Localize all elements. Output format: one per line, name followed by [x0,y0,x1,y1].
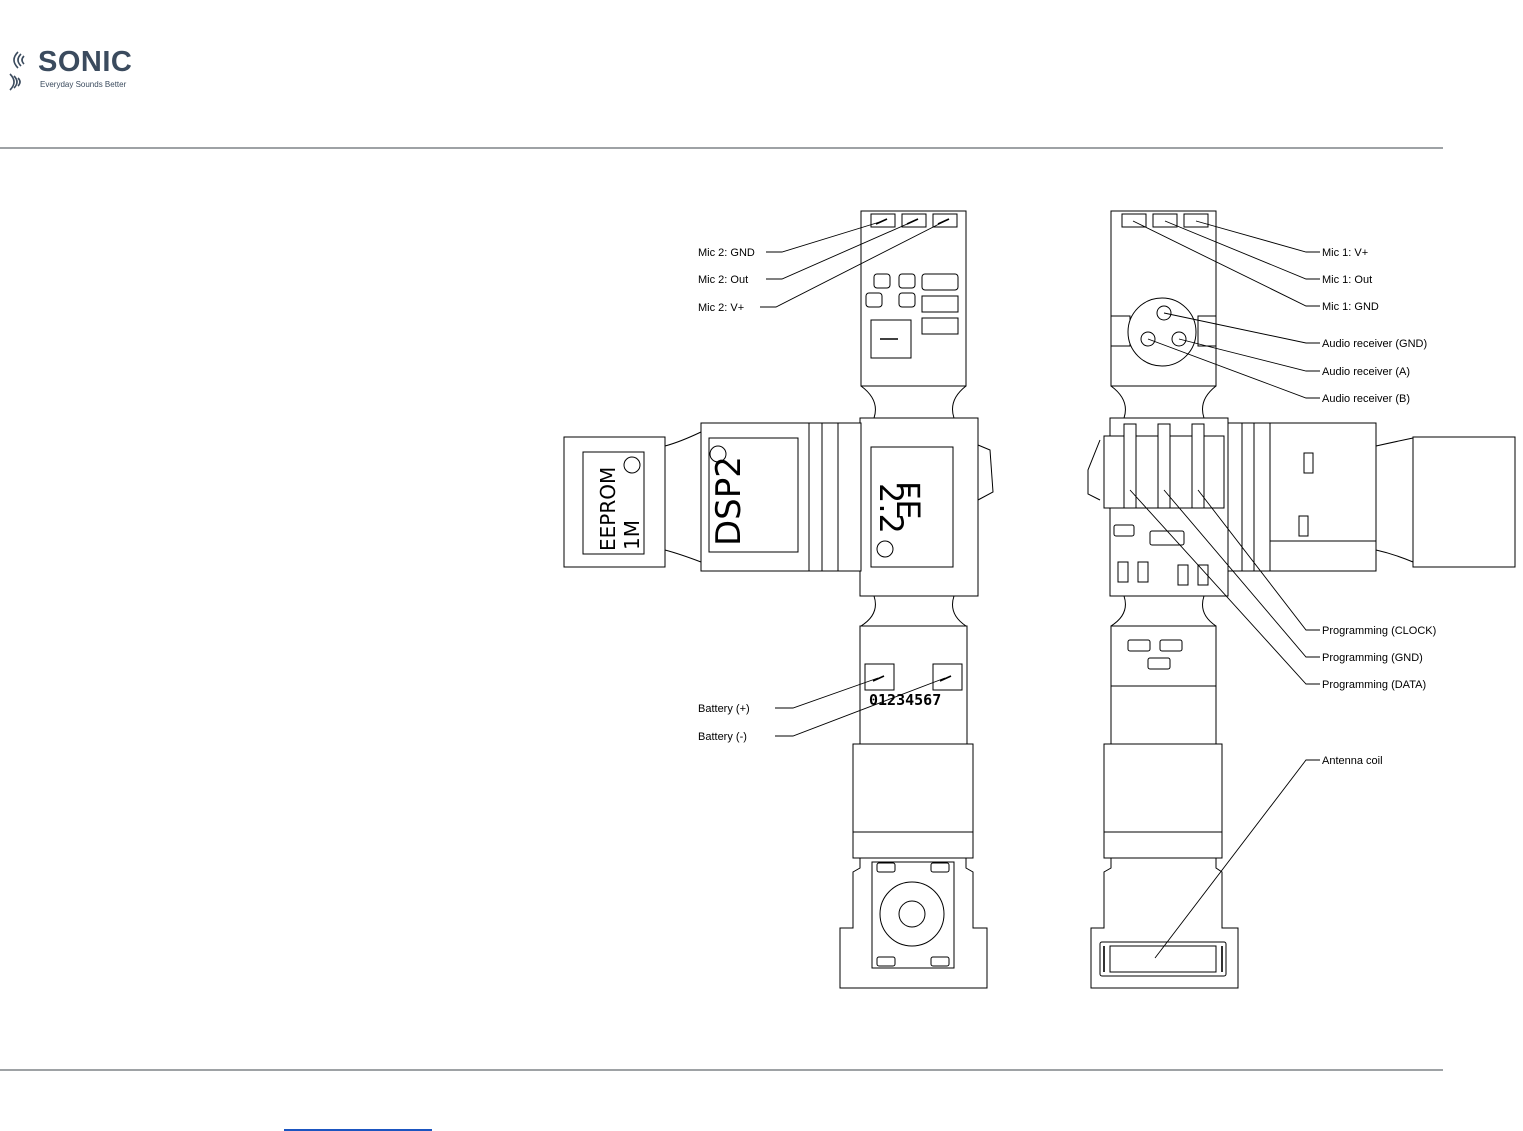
leader-lines [760,219,1320,958]
label-mic1-out: Mic 1: Out [1322,274,1372,286]
label-audio-b: Audio receiver (B) [1322,393,1410,405]
label-mic2-gnd: Mic 2: GND [698,247,755,259]
label-audio-a: Audio receiver (A) [1322,366,1410,378]
prog-pin-1 [1124,424,1136,508]
label-battery-minus: Battery (-) [698,731,747,743]
label-mic2-out: Mic 2: Out [698,274,748,286]
label-prog-gnd: Programming (GND) [1322,652,1423,664]
mic1-pad-out [1153,214,1177,227]
mic1-pad-vplus [1184,214,1208,227]
audio-receiver [1128,298,1196,366]
right-arm [1228,423,1376,571]
label-prog-data: Programming (DATA) [1322,679,1426,691]
eeprom-size: 1M [620,520,644,550]
label-antenna: Antenna coil [1322,755,1383,767]
battery-plus-pad [865,664,894,690]
label-audio-gnd: Audio receiver (GND) [1322,338,1427,350]
right-board [1088,211,1515,988]
label-prog-clock: Programming (CLOCK) [1322,625,1436,637]
eeprom-label: EEPROM [596,467,620,551]
serial-number: 01234567 [869,691,941,709]
label-mic1-vplus: Mic 1: V+ [1322,247,1368,259]
label-mic2-vplus: Mic 2: V+ [698,302,744,314]
mic-component [872,862,954,968]
fe-version: 2.2 [872,483,910,534]
label-mic1-gnd: Mic 1: GND [1322,301,1379,313]
left-board: FE 2.2 01234567 DSP2 EEPROM 1M [564,211,993,988]
dsp-label: DSP2 [709,456,749,546]
label-battery-plus: Battery (+) [698,703,750,715]
mic1-pad-gnd [1122,214,1146,227]
